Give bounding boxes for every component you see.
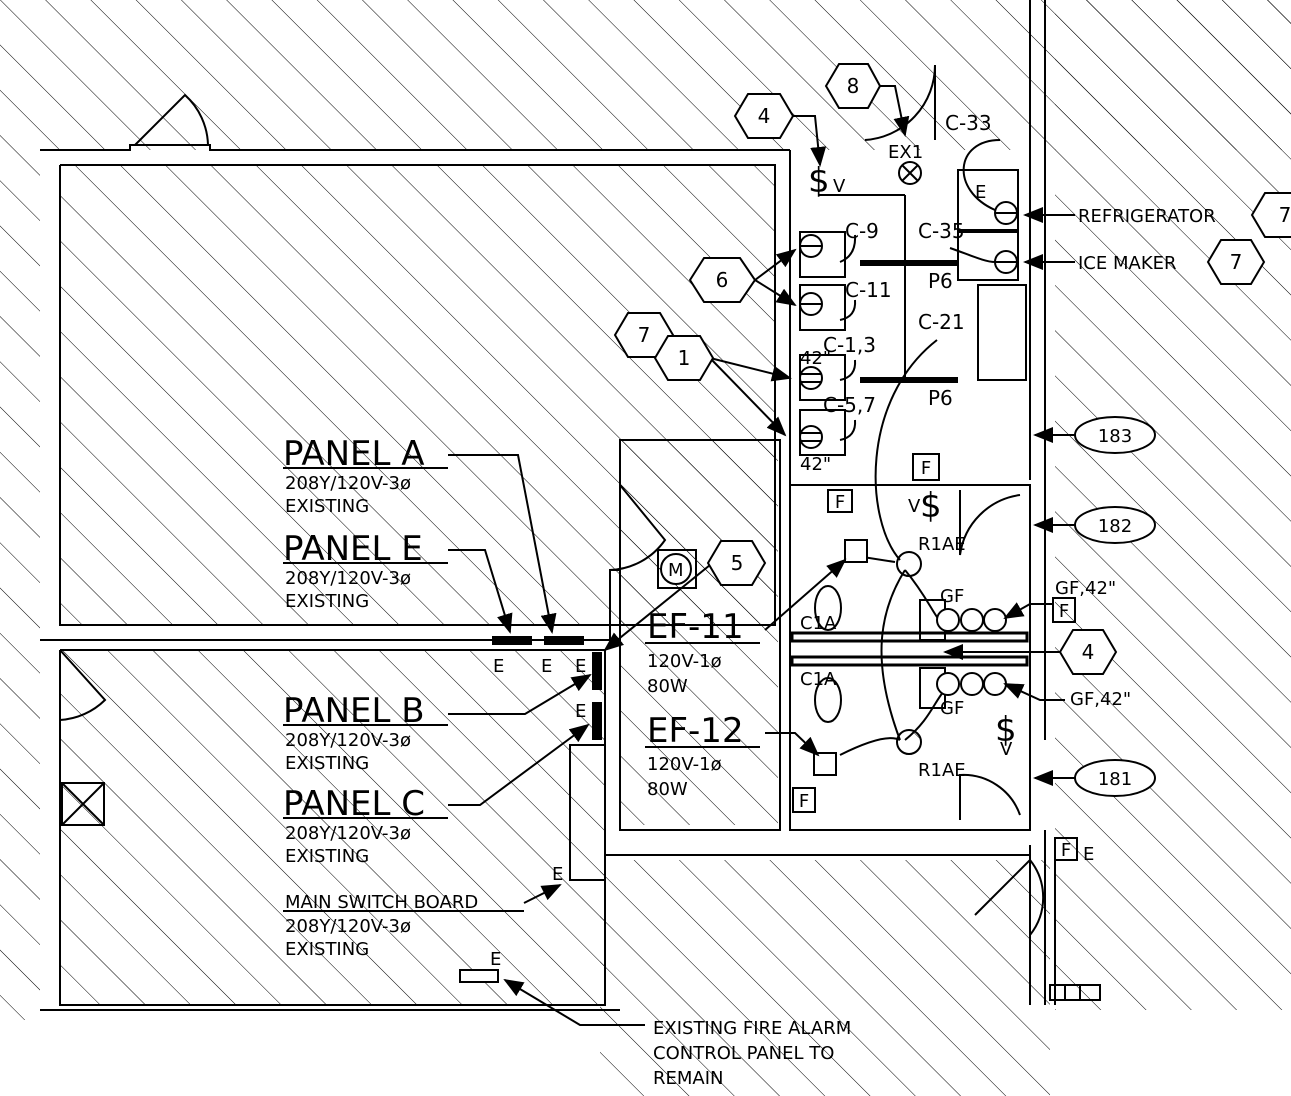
ef-11-name: EF-11: [647, 607, 744, 647]
existing-e-3: E: [575, 656, 586, 677]
main-switchboard-voltage: 208Y/120V-3ø: [285, 916, 411, 937]
panel-boxes: [459, 636, 602, 983]
existing-e-7: E: [975, 182, 986, 203]
ef-11-spec: 120V-1ø: [647, 651, 722, 672]
panel-c-status: EXISTING: [285, 846, 369, 867]
keynote-8: 8: [847, 74, 860, 98]
circuit-r1ae-b: R1AE: [918, 760, 966, 781]
gf42-label-a: GF,42": [1055, 578, 1116, 599]
panel-b-voltage: 208Y/120V-3ø: [285, 730, 411, 751]
ef-11-watts: 80W: [647, 676, 688, 697]
switch-v-a: V: [833, 176, 846, 197]
gf-label-a: GF: [940, 586, 964, 607]
ef-12-spec: 120V-1ø: [647, 754, 722, 775]
gf-label-b: GF: [940, 698, 964, 719]
fire-alarm-line-2: CONTROL PANEL TO: [653, 1043, 834, 1064]
switch-v-c: V: [1000, 739, 1013, 760]
keynote-1: 1: [678, 346, 691, 370]
keynote-6: 4: [758, 104, 771, 128]
keynote-7d: 7: [1279, 203, 1291, 227]
keynote-7a: 6: [716, 268, 729, 292]
symbol-letters: $ V $ V $ V F F F F F E E E E E E E E M: [490, 161, 1094, 970]
existing-e-5: E: [552, 864, 563, 885]
panel-a-voltage: 208Y/120V-3ø: [285, 473, 411, 494]
main-switchboard-status: EXISTING: [285, 939, 369, 960]
circuit-c11: C-11: [845, 278, 892, 302]
main-switchboard-name: MAIN SWITCH BOARD: [285, 892, 478, 913]
panel-p6-b: P6: [928, 386, 953, 410]
panel-e-status: EXISTING: [285, 591, 369, 612]
fan-labels: EF-11 120V-1ø 80W EF-12 120V-1ø 80W: [645, 607, 760, 800]
fire-alarm-note: EXISTING FIRE ALARM CONTROL PANEL TO REM…: [653, 1018, 851, 1089]
fire-alarm-line-3: REMAIN: [653, 1068, 724, 1089]
equipment-labels: REFRIGERATOR ICE MAKER: [1078, 206, 1216, 274]
ex1-label: EX1: [888, 142, 923, 163]
ice-maker-label: ICE MAKER: [1078, 253, 1177, 274]
room-tags: 183 182 181: [1074, 416, 1156, 797]
panel-a-status: EXISTING: [285, 496, 369, 517]
fire-symbol-c: F: [1059, 601, 1069, 622]
panel-labels: PANEL A 208Y/120V-3ø EXISTING PANEL E 20…: [283, 434, 524, 960]
receptacles: [657, 161, 1018, 776]
ef-12-watts: 80W: [647, 779, 688, 800]
circuit-labels: C-9 C-11 C-1,3 C-5,7 C-21 C-33 C-35 P6 P…: [800, 111, 1131, 781]
circuit-c57: C-5,7: [823, 393, 876, 417]
gf42-label-b: GF,42": [1070, 689, 1131, 710]
walls: [40, 0, 1101, 1011]
fire-symbol-a: F: [921, 458, 931, 479]
existing-e-6: E: [490, 949, 501, 970]
circuit-c9: C-9: [845, 219, 879, 243]
existing-e-fire: E: [1083, 844, 1094, 865]
refrigerator-label: REFRIGERATOR: [1078, 206, 1216, 227]
panel-b-status: EXISTING: [285, 753, 369, 774]
existing-e-4: E: [575, 701, 586, 722]
panel-c-voltage: 208Y/120V-3ø: [285, 823, 411, 844]
keynote-4: 4: [1082, 640, 1095, 664]
keynote-7b: 7: [638, 323, 651, 347]
fire-symbol-b: F: [835, 492, 845, 513]
keynote-7c: 7: [1230, 250, 1243, 274]
panel-e-voltage: 208Y/120V-3ø: [285, 568, 411, 589]
panel-p6-a: P6: [928, 269, 953, 293]
circuit-c1a-b: C1A: [800, 669, 837, 690]
switch-symbol-b: $: [920, 486, 942, 526]
switch-symbol-a: $: [808, 161, 830, 201]
keynote-markers: 4 8 6 7 1 5 4 7 7: [613, 63, 1291, 675]
ef-12-name: EF-12: [647, 711, 744, 751]
fire-symbol-e: F: [1061, 840, 1071, 861]
existing-e-2: E: [541, 656, 552, 677]
circuit-c35: C-35: [918, 219, 965, 243]
mount-height-42-a: 42": [800, 348, 831, 369]
switch-v-b: V: [908, 496, 921, 517]
fire-symbol-d: F: [799, 791, 809, 812]
room-181: 181: [1098, 769, 1132, 790]
room-183: 183: [1098, 426, 1132, 447]
fire-alarm-line-1: EXISTING FIRE ALARM: [653, 1018, 851, 1039]
room-182: 182: [1098, 516, 1132, 537]
mount-height-42-b: 42": [800, 454, 831, 475]
circuit-c13: C-1,3: [823, 333, 876, 357]
keynote-5: 5: [731, 551, 744, 575]
circuit-c21: C-21: [918, 310, 965, 334]
circuit-r1ae-a: R1AE: [918, 534, 966, 555]
existing-e-1: E: [493, 656, 504, 677]
motor-symbol: M: [668, 560, 684, 581]
leader-lines: [448, 85, 1075, 1026]
circuit-c33: C-33: [945, 111, 992, 135]
circuit-c1a-a: C1A: [800, 613, 837, 634]
switch-symbol-c: $: [995, 710, 1017, 750]
